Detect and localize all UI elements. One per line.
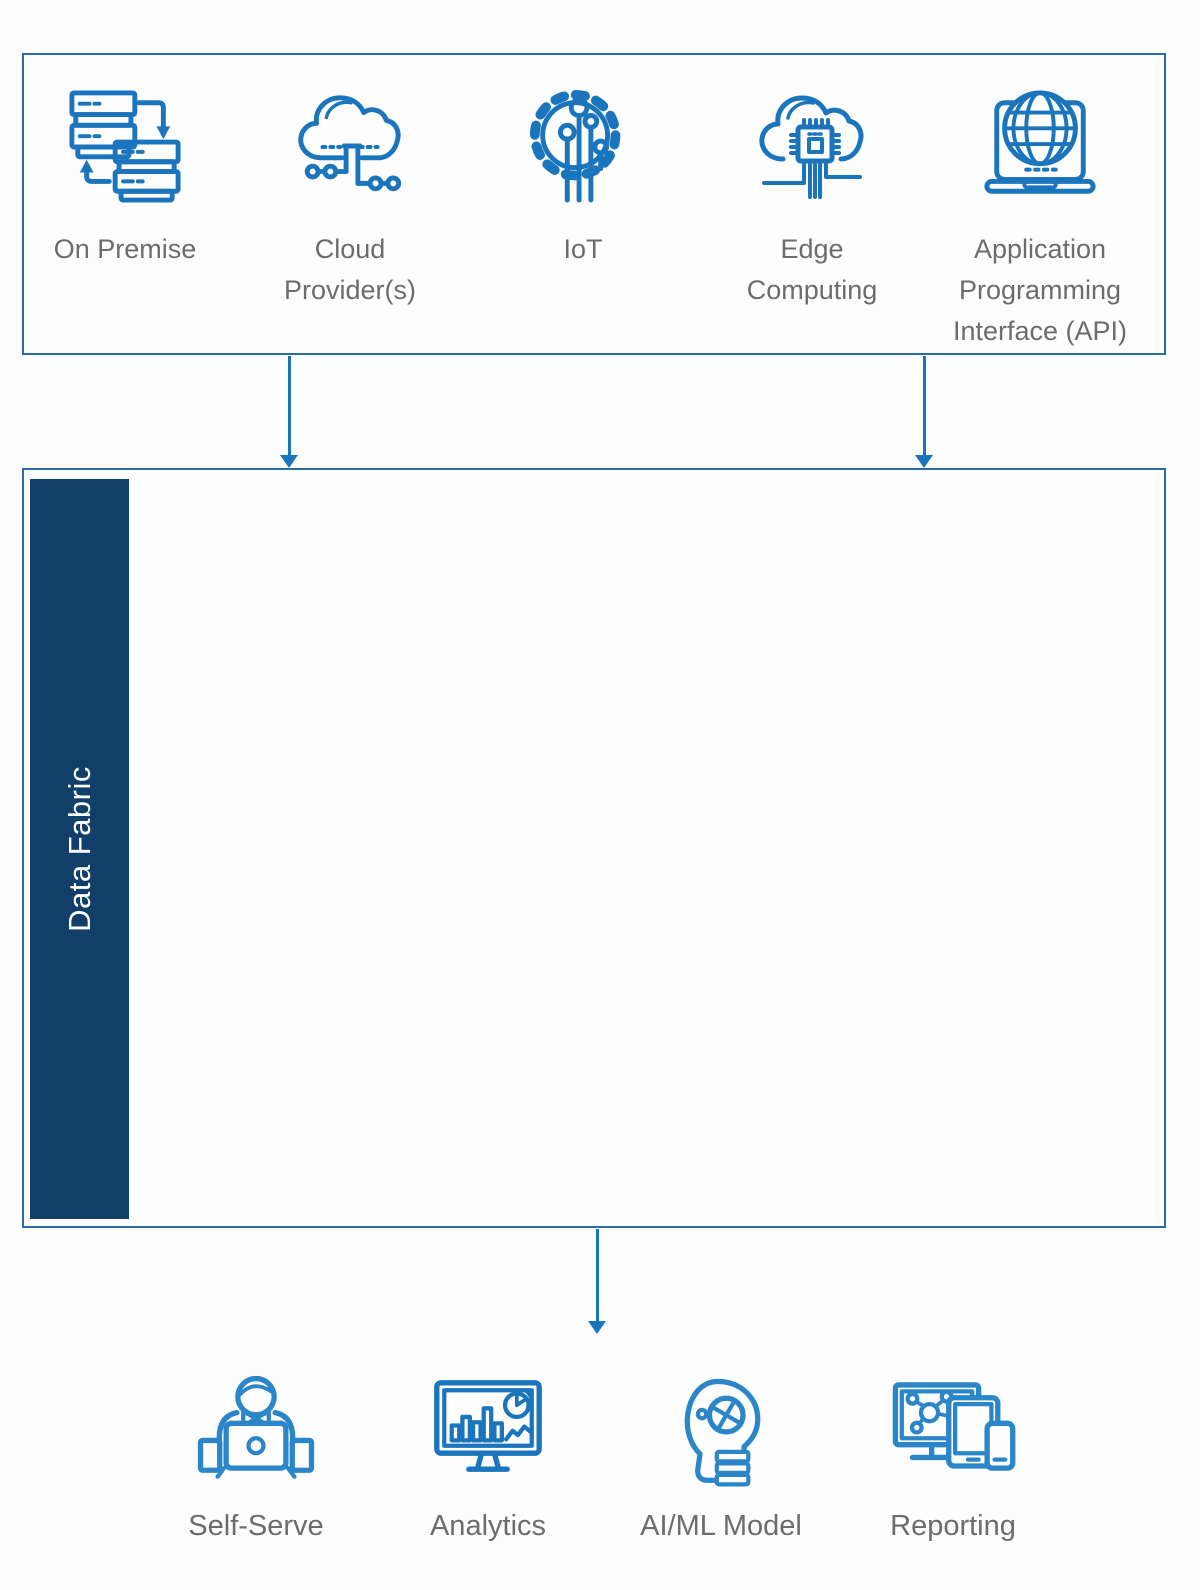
data-fabric-bar: Data Fabric [30,479,129,1219]
source-item-api: Application Programming Interface (API) [925,83,1155,352]
source-item-cloud-providers: Cloud Provider(s) [235,83,465,311]
reporting-devices-icon [892,1382,1016,1471]
self-serve-person-icon [197,1375,315,1479]
source-item-iot: IoT [468,83,698,270]
source-item-edge-computing: Edge Computing [697,83,927,311]
analytics-dashboard-icon [434,1380,542,1472]
consumer-label: AI/ML Model [640,1510,802,1542]
data-fabric-panel: Data Fabric [22,468,1166,1228]
source-label: Edge Computing [746,234,878,305]
source-label: On Premise [53,234,197,264]
consumer-item-analytics: Analytics [373,1368,603,1544]
api-laptop-globe-icon [984,90,1096,194]
consumer-label: Analytics [429,1510,547,1542]
consumer-item-ai-ml-model: AI/ML Model [606,1368,836,1544]
cloud-providers-icon [298,95,402,192]
flow-arrow-fabric-output [588,1229,606,1334]
edge-computing-icon [759,95,864,199]
on-premise-servers-icon [69,90,181,203]
source-item-on-premise: On Premise [10,83,240,270]
flow-arrow-sources-left [280,356,298,468]
ai-ml-head-icon [684,1378,761,1487]
source-label: IoT [563,234,603,264]
iot-icon [529,89,621,203]
arrow-head-icon [915,455,933,468]
data-fabric-label: Data Fabric [61,766,97,932]
flow-arrow-sources-right [915,356,933,468]
consumer-item-reporting: Reporting [838,1368,1068,1544]
consumer-item-self-serve: Self-Serve [141,1368,371,1544]
arrow-head-icon [588,1321,606,1334]
source-label: Application Programming Interface (API) [952,234,1128,346]
data-sources-panel: On Premise Cloud Provider(s) [22,53,1166,355]
source-label: Cloud Provider(s) [283,234,417,305]
consumer-label: Reporting [890,1510,1016,1542]
arrow-head-icon [280,455,298,468]
consumer-label: Self-Serve [188,1510,324,1542]
